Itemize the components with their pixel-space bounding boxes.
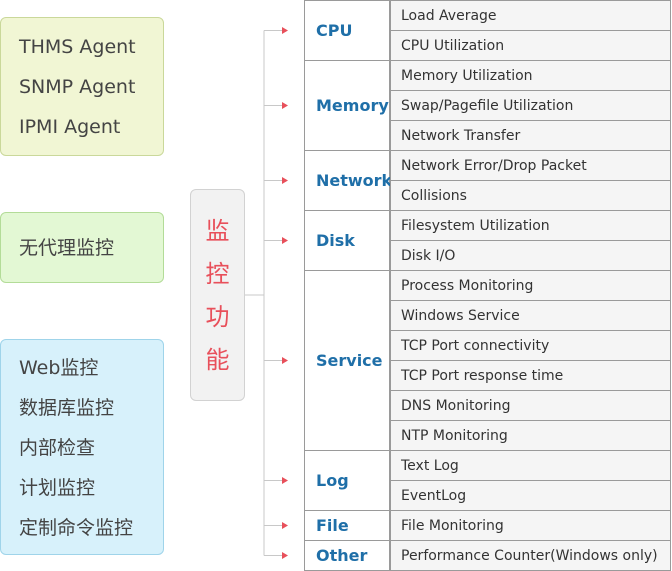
agentless-line: 无代理监控 <box>19 237 115 259</box>
metric-item: Disk I/O <box>390 240 671 271</box>
metric-item: Performance Counter(Windows only) <box>390 540 671 571</box>
metric-item: Memory Utilization <box>390 60 671 91</box>
category-memory: Memory <box>304 60 390 151</box>
metric-item: EventLog <box>390 480 671 511</box>
metric-item: TCP Port response time <box>390 360 671 391</box>
category-cpu: CPU <box>304 0 390 61</box>
metric-item: CPU Utilization <box>390 30 671 61</box>
category-network: Network <box>304 150 392 211</box>
web-monitor-line: 计划监控 <box>19 477 96 499</box>
category-disk: Disk <box>304 210 390 271</box>
metric-item: Network Transfer <box>390 120 671 151</box>
metric-item: Process Monitoring <box>390 270 671 301</box>
category-file: File <box>304 510 390 541</box>
arrow-icon <box>282 477 288 484</box>
metric-item: NTP Monitoring <box>390 420 671 451</box>
arrow-icon <box>282 522 288 529</box>
metric-item: Windows Service <box>390 300 671 331</box>
web-monitor-line: 数据库监控 <box>19 397 115 419</box>
agent-line: SNMP Agent <box>19 76 136 98</box>
arrow-icon <box>282 177 288 184</box>
agent-line: IPMI Agent <box>19 116 121 138</box>
agent-group-box: THMS Agent SNMP Agent IPMI Agent <box>0 17 164 156</box>
web-monitor-line: 内部检查 <box>19 437 96 459</box>
metric-item: Network Error/Drop Packet <box>390 150 671 181</box>
category-other: Other <box>304 540 390 571</box>
category-log: Log <box>304 450 390 511</box>
metric-item: DNS Monitoring <box>390 390 671 421</box>
metric-item: Collisions <box>390 180 671 211</box>
center-char: 功 <box>205 303 230 331</box>
web-monitor-line: 定制命令监控 <box>19 517 134 539</box>
metric-item: Load Average <box>390 0 671 31</box>
agent-line: THMS Agent <box>19 36 136 58</box>
arrow-icon <box>282 357 288 364</box>
metric-item: File Monitoring <box>390 510 671 541</box>
agentless-group-box: 无代理监控 <box>0 212 164 283</box>
center-char: 监 <box>205 217 230 245</box>
metric-item: Filesystem Utilization <box>390 210 671 241</box>
monitor-function-box: 监 控 功 能 <box>190 189 245 401</box>
arrow-icon <box>282 27 288 34</box>
category-service: Service <box>304 270 390 451</box>
metric-item: Text Log <box>390 450 671 481</box>
arrow-icon <box>282 102 288 109</box>
arrow-icon <box>282 237 288 244</box>
center-char: 能 <box>205 346 230 374</box>
web-monitor-line: Web监控 <box>19 357 99 379</box>
center-char: 控 <box>205 260 230 288</box>
metric-item: Swap/Pagefile Utilization <box>390 90 671 121</box>
metric-item: TCP Port connectivity <box>390 330 671 361</box>
web-monitor-group-box: Web监控 数据库监控 内部检查 计划监控 定制命令监控 <box>0 339 164 555</box>
arrow-icon <box>282 552 288 559</box>
